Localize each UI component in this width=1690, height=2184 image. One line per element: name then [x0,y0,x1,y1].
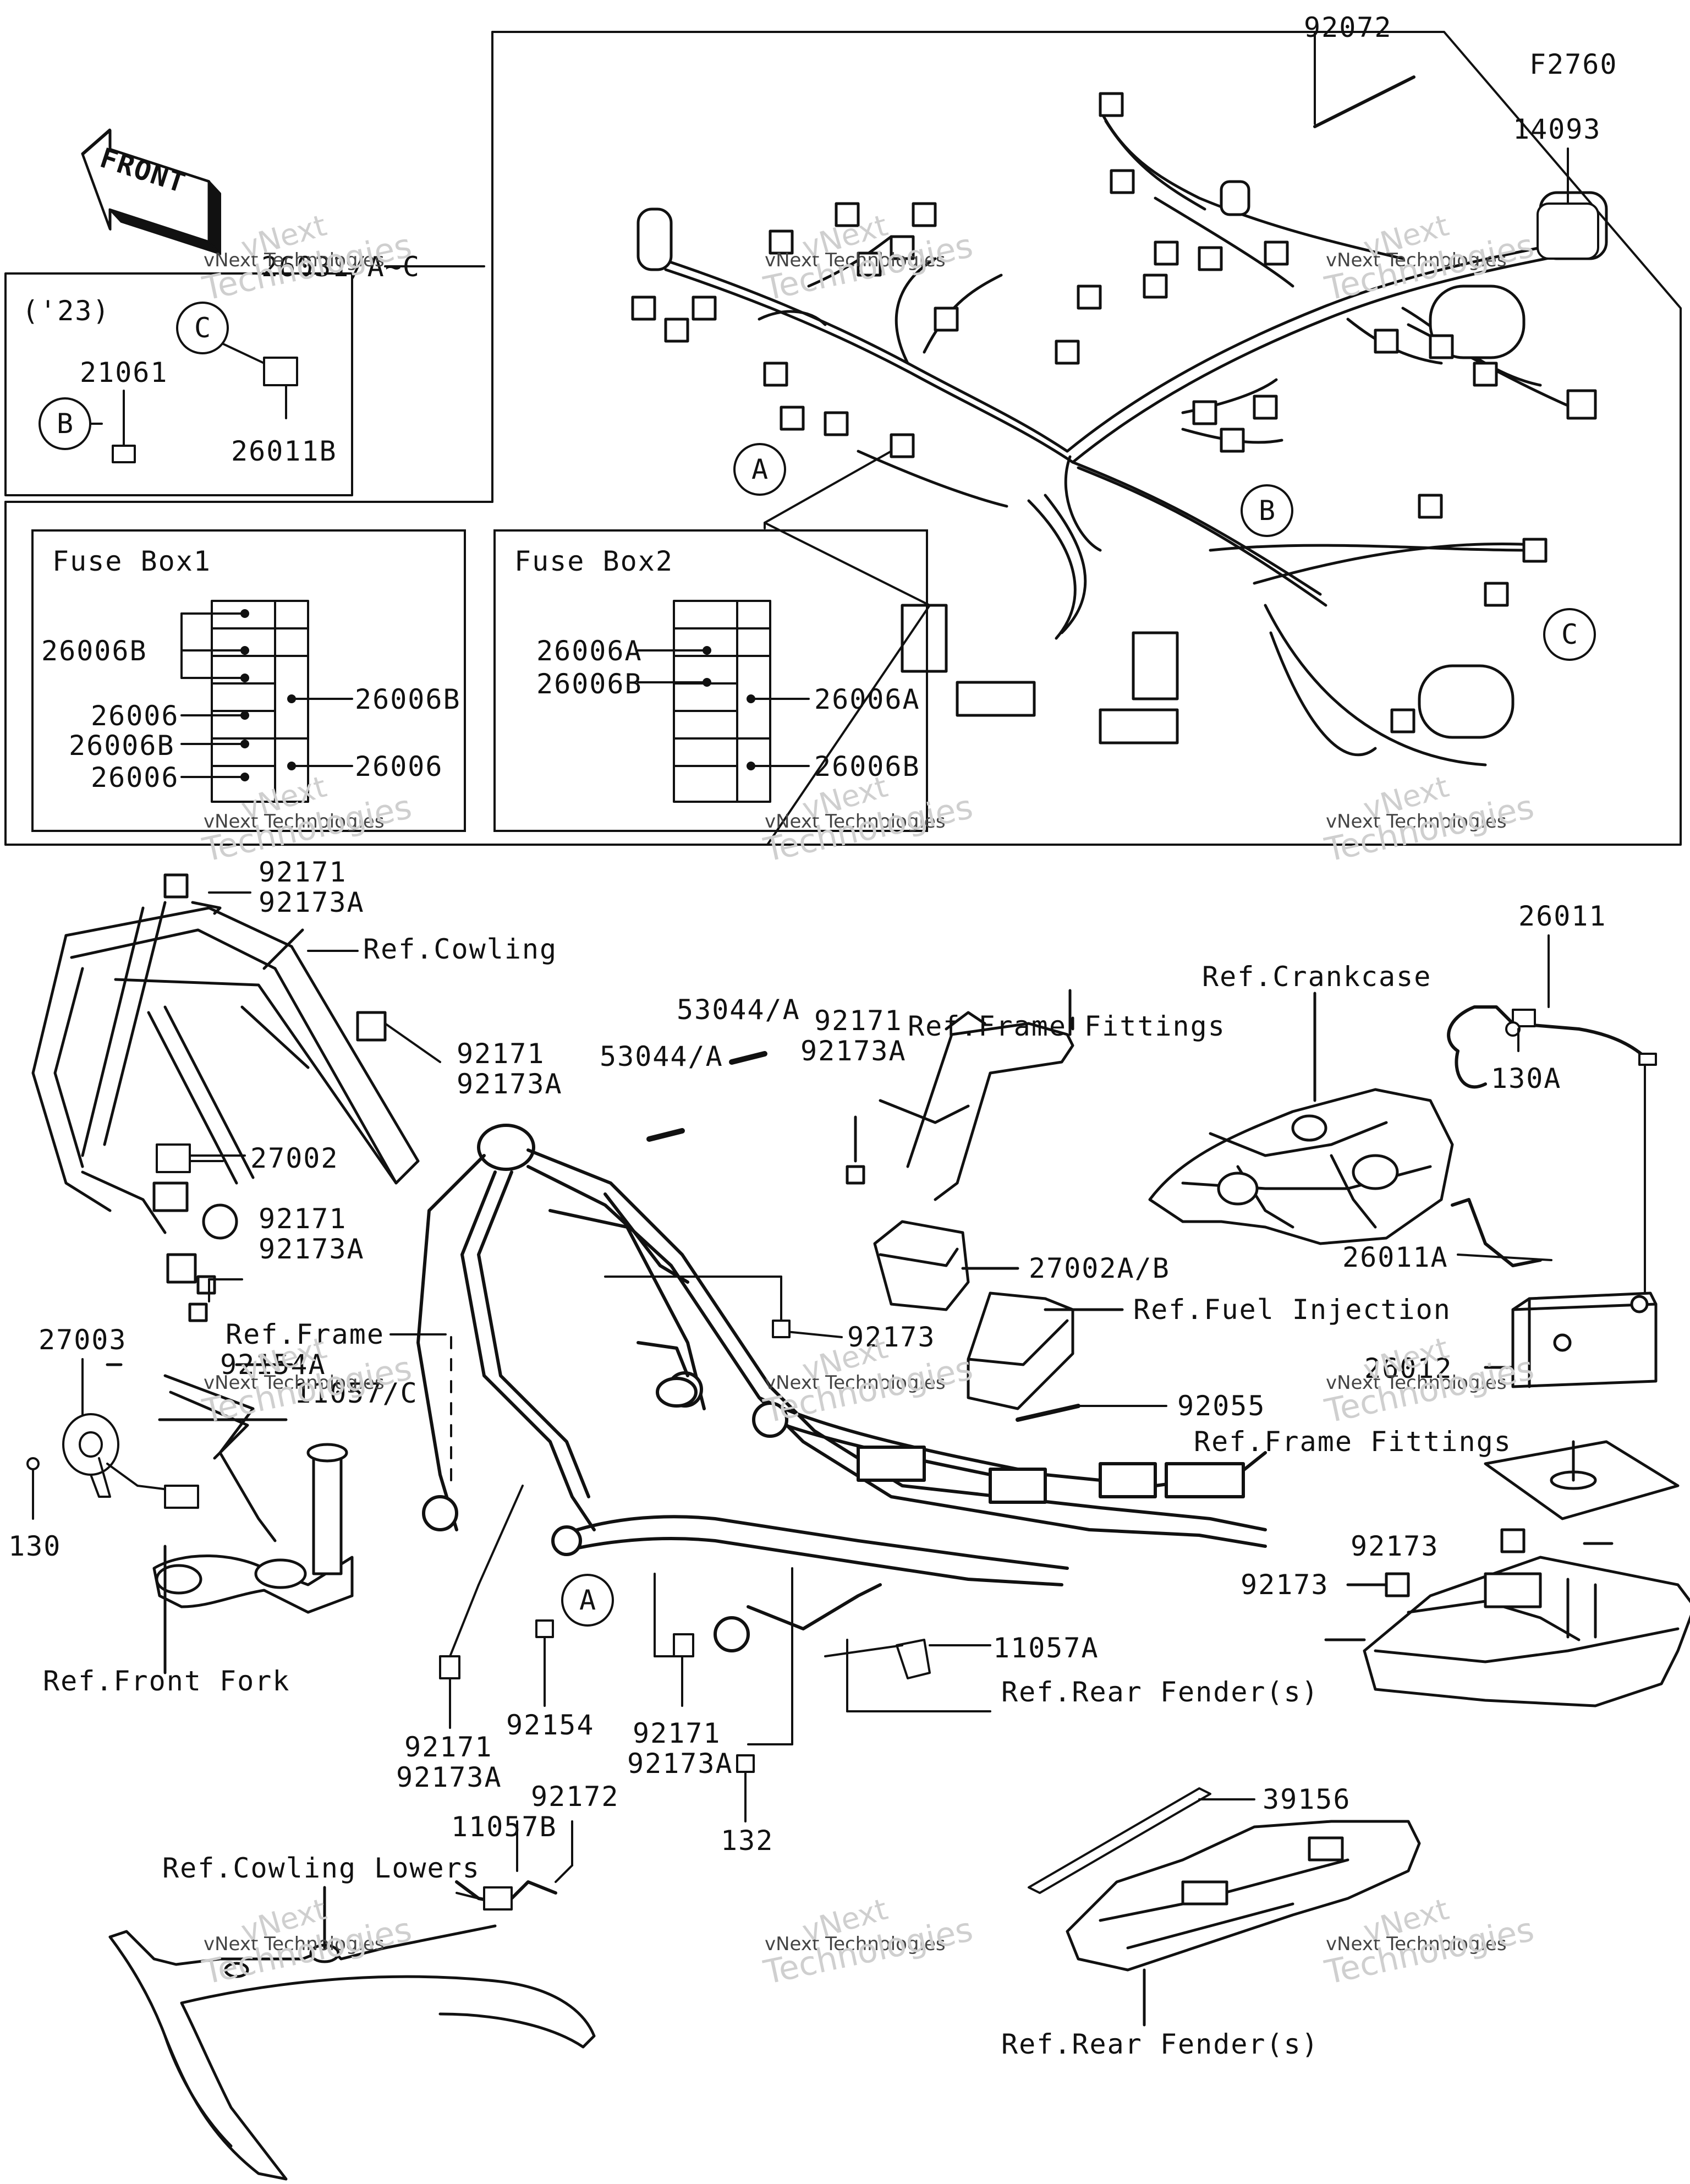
label-11057B: 11057B [451,1811,557,1843]
figure-code: F2760 [1529,48,1618,80]
label-11057C: 11057/C [294,1377,418,1409]
rear-fender-tray [1324,1528,1690,1707]
front-fork-bracket [106,1363,354,1674]
label-92173A-2: 92173A [457,1068,563,1100]
callout-a-frame: A [561,1574,614,1627]
fuse-box1-right-1: 26006B [355,683,461,715]
fuse-box2-left-1: 26006A [536,635,643,667]
label-ref-frame: Ref.Frame [226,1318,385,1350]
horn-part [26,1358,199,1520]
callout-b: B [1241,484,1293,537]
fuse-box2-grid [637,600,810,803]
label-ref-rear-fender-2: Ref.Rear Fender(s) [1001,2028,1319,2060]
cowling-lower-panel [108,1886,596,2181]
label-ref-fuel-injection: Ref.Fuel Injection [1133,1294,1451,1326]
battery-plate [1484,1440,1680,1520]
ecu-part [873,1220,1124,1410]
fuse-box1-left-3: 26006B [69,730,175,762]
label-ref-frame-fittings-2: Ref.Frame Fittings [1194,1426,1512,1458]
fuse-box1-panel [31,529,466,832]
label-92171-3: 92171 [259,1203,347,1235]
label-26012: 26012 [1364,1353,1453,1384]
main-frame [416,1124,1267,1652]
label-130A: 130A [1491,1063,1562,1094]
label-53044A-2: 53044/A [600,1041,723,1072]
label-92172: 92172 [531,1781,619,1813]
label-ref-rear-fender-1: Ref.Rear Fender(s) [1001,1676,1319,1708]
label-21061: 21061 [80,357,168,388]
label-ref-frame-fittings-1: Ref.Frame Fittings [908,1010,1226,1042]
label-26011: 26011 [1518,900,1607,932]
label-ref-front-fork: Ref.Front Fork [43,1665,290,1697]
label-92072: 92072 [1304,12,1392,43]
label-92055: 92055 [1177,1390,1266,1422]
label-92154A: 92154A [220,1349,326,1381]
label-92171-2: 92171 [457,1038,545,1070]
front-arrow-icon [81,128,221,255]
callout-c-small: C [176,302,229,354]
label-92173-3: 92173 [1241,1569,1329,1601]
fuse-box1-left-4: 26006 [91,762,179,793]
label-92173A-1: 92173A [259,886,365,918]
label-92173-1: 92173 [847,1321,936,1353]
rear-fender-lower [1066,1820,1421,2027]
label-14093: 14093 [1513,113,1601,145]
fuse-box1-left-1: 26006B [41,635,147,667]
frame-fittings-bracket [846,989,1074,1201]
fuse-box2-right-2: 26006B [814,751,920,782]
label-92154: 92154 [506,1709,595,1741]
fuse-box1-title: Fuse Box1 [52,545,211,577]
callout-a: A [733,443,786,496]
year-tag: ('23) [22,295,111,327]
label-27002: 27002 [250,1142,339,1174]
label-132: 132 [721,1825,774,1857]
label-92171-6: 92171 [404,1731,493,1763]
label-ref-cowling: Ref.Cowling [363,933,558,965]
crankcase-part [1148,992,1454,1245]
cowling-stay [31,873,420,1322]
fuse-box2-title: Fuse Box2 [514,545,673,577]
label-ref-cowling-lowers: Ref.Cowling Lowers [162,1852,480,1884]
label-92173A-6: 92173A [396,1761,502,1793]
label-26031: 26031/A~C [261,251,420,283]
label-27002AB: 27002A/B [1029,1252,1170,1284]
label-26011A: 26011A [1342,1241,1448,1273]
label-92173A-5: 92173A [627,1748,733,1780]
fuse-box2-right-1: 26006A [814,683,920,715]
label-92171-5: 92171 [633,1717,721,1749]
fuse-box2-left-2: 26006B [536,668,643,700]
label-92173-2: 92173 [1351,1530,1439,1562]
label-92173A-3: 92173A [259,1233,365,1265]
label-ref-crankcase: Ref.Crankcase [1202,961,1432,993]
label-130: 130 [8,1530,62,1562]
label-92171-4: 92171 [814,1005,903,1037]
fuse-box2-panel [493,529,928,832]
label-27003: 27003 [39,1324,127,1356]
fuse-box1-grid [180,600,353,803]
label-11057A: 11057A [993,1632,1099,1664]
label-39156: 39156 [1263,1783,1351,1815]
label-53044A-1: 53044/A [677,994,800,1026]
callout-b-small: B [39,397,91,450]
fuse-box1-right-2: 26006 [355,751,443,782]
fuse-box1-left-2: 26006 [91,700,179,732]
label-92171-1: 92171 [259,856,347,888]
callout-c: C [1543,608,1596,661]
label-92173A-4: 92173A [800,1035,907,1067]
label-26011B: 26011B [231,435,337,467]
battery-part [1484,1291,1658,1388]
